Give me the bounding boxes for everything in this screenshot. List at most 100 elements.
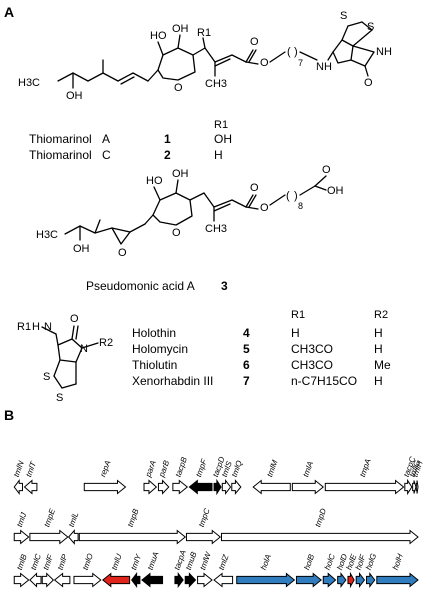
- gene-arrow-tmpC: [185, 529, 222, 545]
- pa-o-ring: O: [172, 227, 181, 239]
- pa-h3c: H3C: [36, 229, 58, 241]
- thio-hn: N: [376, 46, 384, 58]
- thiomarinol-a-name: Thiomarinol: [29, 132, 92, 146]
- thio-oh-ring: OH: [172, 23, 189, 35]
- gene-label-tmpA: tmpA: [358, 458, 373, 479]
- thio-nh: NH: [316, 61, 332, 73]
- gene-arrow-tmlM: [252, 479, 291, 495]
- thio-chain-paren-close: ): [294, 46, 298, 58]
- gene-label-tmpC: tmpC: [197, 507, 212, 528]
- thiomarinol-a-num: 1: [164, 132, 171, 146]
- gene-arrow-tmlQ: [231, 479, 242, 495]
- gene-arrow-tacpD: [213, 478, 222, 496]
- pa-ho: HO: [146, 175, 163, 187]
- holo-r2: R2: [99, 337, 113, 349]
- gene-label-tmlO: tmlO: [81, 552, 95, 571]
- holothin-r2-1: H: [374, 342, 383, 356]
- holo-n2: N: [80, 343, 88, 355]
- pseudomonic-acid-name: Pseudomonic acid A: [86, 279, 195, 293]
- holothin-num-1: 5: [243, 342, 250, 356]
- holothin-r2-0: H: [374, 326, 383, 340]
- holothin-r2-3: H: [374, 374, 383, 388]
- thio-o-ring: O: [174, 82, 183, 94]
- gene-arrow-tmlS: [221, 479, 232, 495]
- pa-o-carbonyl: O: [250, 182, 259, 194]
- gene-arrow-tmuA: [141, 572, 164, 588]
- gene-arrow-tmuB: [184, 572, 197, 588]
- thio-o-ester: O: [260, 57, 269, 69]
- holo-h: H: [32, 321, 40, 333]
- gene-arrow-holE: [347, 571, 355, 589]
- gene-label-tmpF: tmpF: [194, 457, 209, 478]
- thio-ho: HO: [150, 30, 167, 42]
- holothin-name-1: Holomycin: [132, 342, 188, 356]
- holothin-r1-0: H: [291, 326, 300, 340]
- thio-s1: S: [340, 10, 347, 22]
- holothin-name-3: Xenorhabdin III: [132, 374, 213, 388]
- holothin-structure: R1 H N O N R2 S S: [17, 313, 113, 404]
- gene-label-tacpB: tacpB: [173, 455, 189, 478]
- gene-arrow-tmlJ: [13, 529, 30, 545]
- thio-o-carbonyl: O: [250, 36, 259, 48]
- gene-arrow-tmlO: [73, 572, 102, 588]
- holothin-name-0: Holothin: [132, 326, 176, 340]
- gene-arrow-holH: [376, 572, 419, 588]
- gene-arrow-tacpA: [174, 572, 184, 588]
- thio-chain-paren-open: (: [287, 46, 291, 58]
- gene-label-tmlT: tmlT: [24, 459, 38, 478]
- holo-n: N: [44, 321, 52, 333]
- pa-n8: 8: [298, 201, 303, 211]
- pa-o-epoxide: O: [118, 247, 127, 259]
- gene-arrow-holB: [295, 572, 322, 588]
- thio-h3c: H3C: [18, 77, 40, 89]
- panel-label-b: B: [4, 407, 14, 423]
- gene-label-tmpE: tmpE: [42, 507, 57, 528]
- gene-label-tmlF: tmlF: [41, 552, 55, 571]
- gene-label-holB: holB: [302, 552, 316, 571]
- gene-arrow-tmlL: [67, 529, 79, 545]
- gene-label-tmlZ: tmlZ: [217, 552, 231, 571]
- holo-s2: S: [56, 392, 63, 404]
- gene-label-tmuA: tmuA: [146, 551, 161, 572]
- thio-r1: R1: [197, 27, 211, 39]
- gene-arrow-tmlA: [291, 479, 325, 495]
- thiomarinol-c-num: 2: [164, 148, 171, 162]
- gene-arrow-tmpE: [29, 529, 69, 545]
- gene-label-holG: holG: [364, 552, 378, 571]
- gene-arrow-holA: [236, 572, 296, 588]
- gene-label-tmlQ: tmlQ: [230, 459, 244, 478]
- pa-oh: OH: [73, 243, 90, 255]
- pa-chain-paren-close: ): [294, 190, 298, 202]
- gene-arrow-tmlW: [197, 572, 213, 588]
- gene-label-tmlA: tmlA: [301, 460, 315, 478]
- pa-chain-paren-open: (: [286, 190, 290, 202]
- gene-arrow-parB: [157, 479, 170, 495]
- gene-label-holA: holA: [259, 553, 273, 571]
- thiomarinol-table: R1 Thiomarinol A 1 OH Thiomarinol C 2 H: [29, 119, 232, 162]
- thiomarinol-structure: H3C OH HO OH R1 CH3 O O O ( ) 7 NH S S N…: [18, 10, 392, 102]
- holothin-num-2: 6: [243, 358, 250, 372]
- thio-n7: 7: [298, 58, 303, 68]
- thio-ch3: CH3: [205, 78, 227, 90]
- pa-o-ester: O: [260, 202, 269, 214]
- gene-label-tmpD: tmpD: [313, 507, 328, 528]
- gene-arrow-tmlH: [415, 480, 419, 494]
- gene-arrow-tmlB: [13, 572, 30, 588]
- holothin-col-r1: R1: [291, 309, 305, 321]
- gene-label-tmlY: tmlY: [129, 552, 143, 571]
- gene-arrow-tacpC: [404, 478, 413, 496]
- gene-arrow-tmlY: [131, 572, 141, 588]
- thiomarinol-c-variant: C: [102, 148, 111, 162]
- gene-label-parB: parB: [157, 459, 172, 480]
- gene-arrow-holG: [366, 572, 376, 588]
- gene-arrow-tmlU: [102, 572, 131, 588]
- holothin-name-2: Thiolutin: [132, 358, 177, 372]
- gene-arrow-tmlN: [13, 479, 23, 495]
- pseudomonic-acid-structure: H3C OH O HO OH O CH3 O O ( ) 8 O OH: [36, 164, 344, 259]
- gene-label-tmlB: tmlB: [15, 552, 29, 571]
- gene-arrow-holC: [322, 572, 337, 588]
- thiomarinol-a-r1: OH: [214, 132, 232, 146]
- gene-arrow-holD: [337, 572, 347, 588]
